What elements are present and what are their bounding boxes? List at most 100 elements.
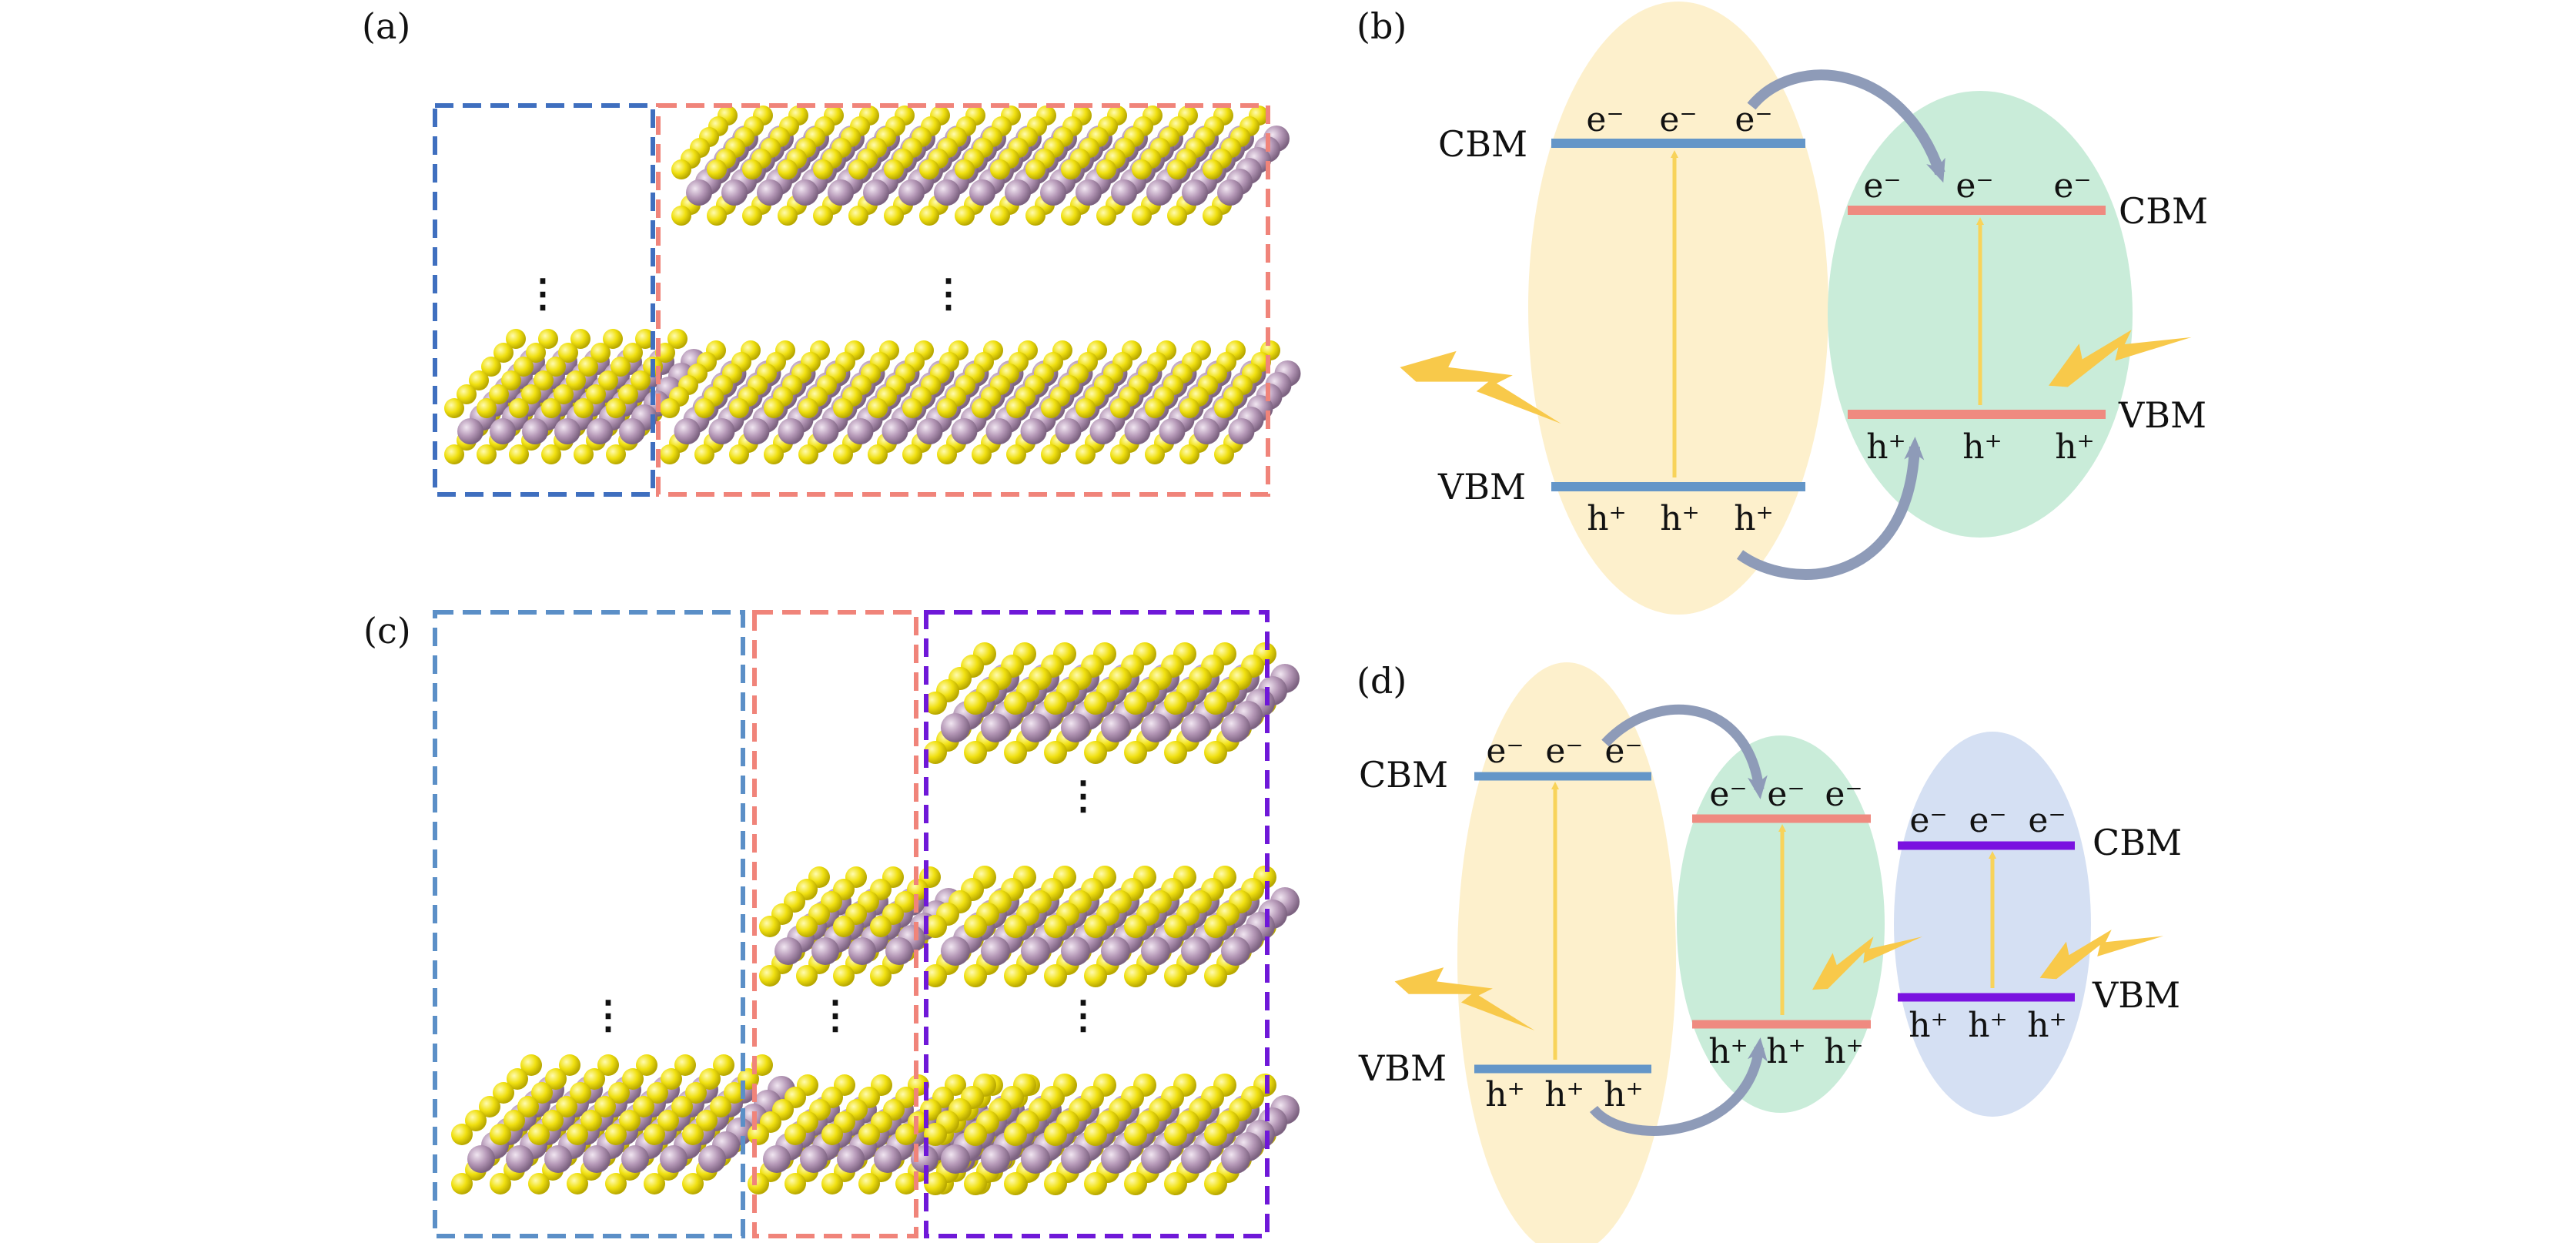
- sulfur-atom: [778, 206, 798, 226]
- metal-atom: [1005, 179, 1031, 206]
- metal-atom: [898, 179, 925, 206]
- sulfur-atom: [1132, 206, 1152, 226]
- electron-transfer-arrow-d: [1601, 704, 1768, 799]
- sulfur-atom: [1214, 444, 1234, 464]
- hole-label: h⁺: [1485, 1075, 1525, 1114]
- sulfur-atom: [895, 1124, 917, 1145]
- sulfur-atom: [570, 329, 590, 349]
- sulfur-atom: [902, 398, 922, 418]
- sulfur-atom: [1204, 692, 1227, 715]
- sulfur-atom: [964, 1172, 987, 1195]
- electron-transfer-arrow-b: [1747, 69, 1945, 183]
- sulfur-atom: [509, 398, 529, 418]
- crystal-structure-c: ⋮ ⋮ ⋮ ⋮: [433, 610, 1300, 1238]
- vbm-label-right-b: VBM: [2118, 394, 2206, 436]
- sulfur-atom: [493, 343, 514, 363]
- metal-atom: [1020, 418, 1047, 444]
- metal-atom: [1040, 179, 1066, 206]
- sulfur-atom: [729, 398, 749, 418]
- sulfur-atom: [778, 159, 798, 179]
- metal-atom: [941, 713, 970, 742]
- sulfur-atom: [622, 1068, 644, 1090]
- metal-atom: [1101, 713, 1130, 742]
- red-box-c: [752, 610, 918, 1238]
- sulfur-atom: [964, 692, 987, 715]
- metal-atom: [1101, 1144, 1130, 1174]
- metal-atom: [1021, 936, 1050, 966]
- vbm-label-left-d: VBM: [1358, 1047, 1447, 1089]
- sulfur-atom: [1096, 159, 1116, 179]
- electron-label: e⁻: [1955, 166, 1993, 206]
- metal-atom: [981, 1144, 1010, 1174]
- metal-atom: [812, 418, 839, 444]
- sulfur-atom: [647, 1082, 668, 1104]
- ellipsis-c-1: ⋮: [589, 992, 627, 1037]
- ellipsis-c-2: ⋮: [816, 992, 855, 1037]
- sulfur-atom: [1124, 741, 1147, 764]
- metal-atom: [941, 936, 970, 966]
- electron-label: e⁻: [1735, 100, 1772, 139]
- sulfur-atom: [469, 370, 489, 390]
- metal-atom: [837, 1145, 865, 1173]
- sulfur-atom: [506, 329, 526, 349]
- sulfur-atom: [964, 964, 987, 987]
- metal-atom: [619, 418, 645, 444]
- sulfur-atom: [848, 159, 868, 179]
- sulfur-atom: [1041, 444, 1061, 464]
- sulfur-atom: [1179, 444, 1199, 464]
- sulfur-atom: [1084, 741, 1107, 764]
- sulfur-atom: [1167, 159, 1187, 179]
- metal-atom: [587, 418, 613, 444]
- metal-atom: [778, 418, 805, 444]
- sulfur-atom: [785, 1124, 806, 1145]
- panel-label-b: (b): [1357, 5, 1407, 47]
- sulfur-atom: [444, 444, 464, 464]
- sulfur-atom: [821, 1173, 843, 1194]
- sulfur-atom: [713, 1054, 734, 1076]
- metal-atom: [1061, 1144, 1090, 1174]
- electron-label: e⁻: [2053, 166, 2091, 206]
- sulfur-atom: [937, 398, 957, 418]
- electron-label: e⁻: [1586, 100, 1624, 139]
- metal-atom: [1089, 418, 1116, 444]
- metal-atom: [1221, 713, 1250, 742]
- sulfur-atom: [1004, 964, 1027, 987]
- sulfur-atom: [545, 1068, 567, 1090]
- sulfur-atom: [1179, 398, 1199, 418]
- metal-atom: [763, 1145, 791, 1173]
- sulfur-atom: [833, 916, 855, 937]
- sulfur-atom: [833, 444, 853, 464]
- sulfur-atom: [608, 1082, 630, 1104]
- sulfur-atom: [707, 206, 727, 226]
- metal-atom: [522, 418, 548, 444]
- sulfur-atom: [937, 444, 957, 464]
- metal-atom: [1159, 418, 1186, 444]
- sulfur-atom: [1214, 398, 1234, 418]
- sulfur-atom: [580, 1110, 602, 1131]
- sulfur-atom: [990, 206, 1010, 226]
- hole-label: h⁺: [1968, 1006, 2008, 1045]
- sulfur-atom: [796, 916, 818, 937]
- sulfur-atom: [528, 1173, 550, 1194]
- sulfur-atom: [1004, 1172, 1027, 1195]
- sulfur-atom: [1164, 741, 1187, 764]
- band-diagram-d: CBM VBM CBM VBM e⁻ e⁻ e⁻ h⁺ h⁺ h⁺ e⁻ e⁻ …: [1358, 662, 2182, 1243]
- ellipsis-a-right: ⋮: [929, 270, 968, 316]
- metal-atom: [1181, 936, 1210, 966]
- metal-atom: [1217, 179, 1243, 206]
- sulfur-atom: [661, 1068, 682, 1090]
- sulfur-atom: [644, 1173, 665, 1194]
- sulfur-atom: [964, 1123, 987, 1146]
- electron-label: e⁻: [1659, 100, 1697, 139]
- sulfur-atom: [759, 916, 781, 937]
- sulfur-atom: [558, 343, 578, 363]
- hole-label: h⁺: [1660, 499, 1700, 538]
- sulfur-atom: [1076, 444, 1096, 464]
- sulfur-atom: [707, 159, 727, 179]
- sulfur-atom: [1004, 692, 1027, 715]
- metal-atom: [1061, 713, 1090, 742]
- sulfur-atom: [748, 1173, 769, 1194]
- sulfur-atom: [1124, 692, 1147, 715]
- hole-label: h⁺: [1604, 1075, 1644, 1114]
